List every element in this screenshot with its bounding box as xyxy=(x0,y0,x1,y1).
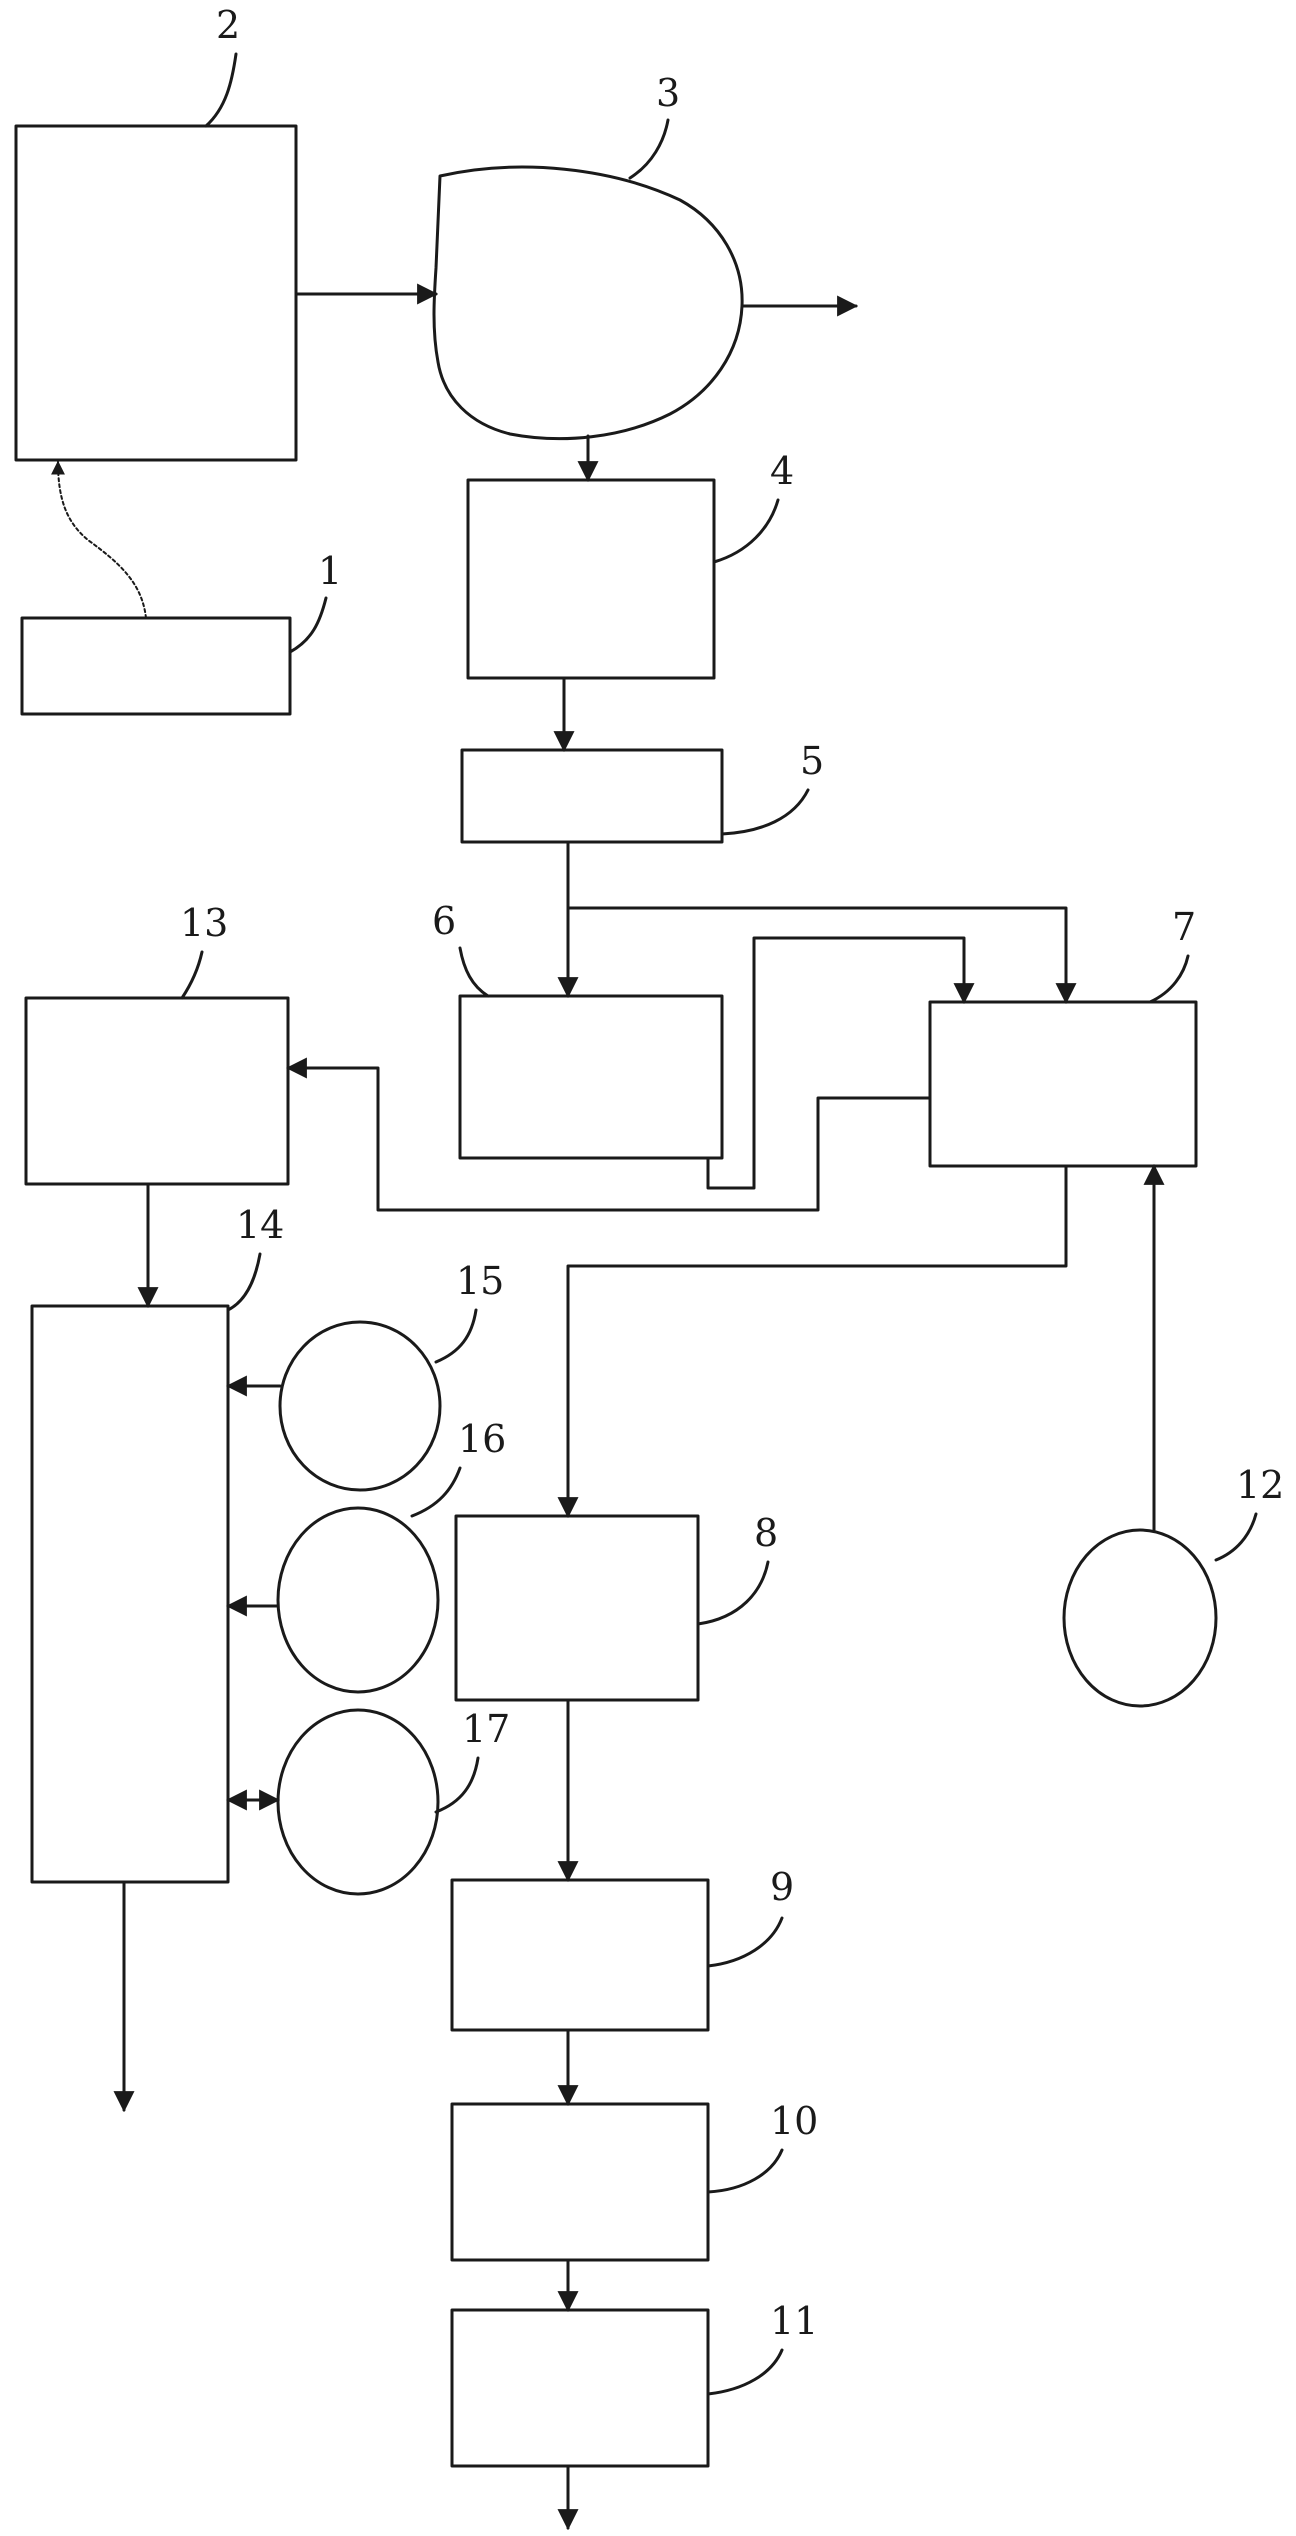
leader-15 xyxy=(434,1308,478,1364)
label-6: 6 xyxy=(432,899,456,943)
block-13 xyxy=(24,996,290,1186)
arrow-7-to-8 xyxy=(557,1164,1068,1519)
block-5 xyxy=(460,748,724,844)
block-1 xyxy=(20,616,292,716)
block-2 xyxy=(14,124,298,462)
block-9 xyxy=(450,1878,710,2032)
leader-14 xyxy=(226,1252,262,1312)
label-1: 1 xyxy=(318,549,342,593)
block-6 xyxy=(458,994,724,1160)
label-9: 9 xyxy=(770,1865,794,1909)
leader-1 xyxy=(288,596,328,654)
leader-13 xyxy=(180,950,204,1000)
circle-16 xyxy=(276,1506,440,1694)
label-3: 3 xyxy=(656,71,680,115)
arrow-6-to-7 xyxy=(706,936,975,1190)
label-7: 7 xyxy=(1172,905,1196,949)
label-5: 5 xyxy=(800,739,824,783)
circle-15 xyxy=(278,1320,442,1492)
leader-5 xyxy=(720,788,810,836)
arrow-5-to-7 xyxy=(566,906,1077,1005)
label-10: 10 xyxy=(770,2099,818,2143)
block-8 xyxy=(454,1514,700,1702)
block-10 xyxy=(450,2102,710,2262)
leader-9 xyxy=(706,1916,784,1968)
label-17: 17 xyxy=(462,1707,510,1751)
circle-12 xyxy=(1062,1528,1218,1708)
block-11 xyxy=(450,2308,710,2468)
label-12: 12 xyxy=(1236,1463,1284,1507)
leader-10 xyxy=(706,2148,784,2194)
label-16: 16 xyxy=(458,1417,506,1461)
leader-7 xyxy=(1148,954,1190,1004)
leader-16 xyxy=(410,1466,462,1518)
label-8: 8 xyxy=(754,1511,778,1555)
circle-17 xyxy=(276,1708,440,1896)
leader-2 xyxy=(204,52,238,128)
arrow-7-to-13 xyxy=(285,1057,932,1212)
leader-4 xyxy=(712,498,780,564)
leader-12 xyxy=(1214,1512,1258,1562)
arrow-1-to-2 xyxy=(51,460,147,619)
label-15: 15 xyxy=(456,1259,504,1303)
label-14: 14 xyxy=(236,1203,284,1247)
leader-8 xyxy=(696,1560,770,1626)
label-4: 4 xyxy=(770,449,794,493)
leader-17 xyxy=(434,1756,480,1814)
leader-3 xyxy=(628,118,670,180)
leader-11 xyxy=(706,2348,784,2396)
circle-3 xyxy=(432,165,744,441)
block-7 xyxy=(928,1000,1198,1168)
label-2: 2 xyxy=(216,3,240,47)
label-11: 11 xyxy=(770,2299,818,2343)
block-14 xyxy=(30,1304,230,1884)
block-4 xyxy=(466,478,716,680)
label-13: 13 xyxy=(180,901,228,945)
leader-6 xyxy=(458,946,490,998)
